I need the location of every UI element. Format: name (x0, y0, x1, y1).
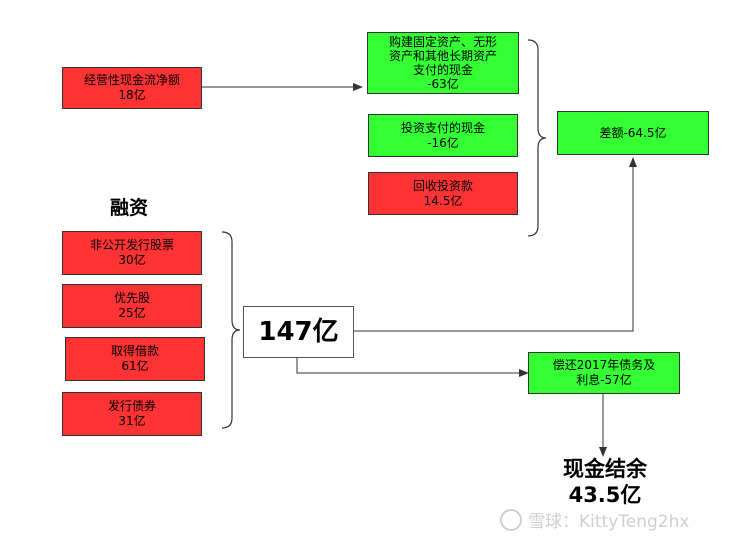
arrow-total-to-difference (354, 157, 637, 332)
repayment-box: 偿还2017年债务及 利息-57亿 (528, 352, 680, 394)
financing-item-value: 61亿 (121, 359, 149, 373)
financing-item-value: 30亿 (118, 253, 146, 267)
arrow-total-to-repayment (296, 358, 529, 377)
operating-cashflow-label: 经营性现金流净额 (83, 73, 180, 87)
financing-item-label: 取得借款 (110, 344, 159, 358)
investment-paid-value: -16亿 (427, 135, 459, 150)
cash-balance: 现金结余 43.5亿 (535, 456, 675, 508)
financing-item-value: 25亿 (118, 306, 146, 320)
financing-item-label: 非公开发行股票 (89, 238, 174, 252)
operating-cashflow-value: 18亿 (118, 88, 146, 102)
financing-total-box: 147亿 (243, 306, 354, 358)
repayment-label: 偿还2017年债务及 (552, 358, 656, 372)
financing-item: 优先股 25亿 (62, 284, 202, 328)
investing-brace (527, 39, 547, 237)
difference-box: 差额-64.5亿 (557, 111, 709, 155)
repayment-value: 利息-57亿 (576, 373, 632, 387)
financing-item-value: 31亿 (118, 414, 146, 428)
financing-item: 非公开发行股票 30亿 (62, 231, 202, 275)
purchase-assets-value: -63亿 (427, 77, 459, 91)
xueqiu-logo-icon (500, 508, 522, 531)
recovered-investment-box: 回收投资款 14.5亿 (368, 172, 518, 215)
purchase-assets-line3: 支付的现金 (412, 63, 473, 77)
cash-balance-label: 现金结余 (563, 457, 647, 481)
purchase-assets-box: 购建固定资产、无形 资产和其他长期资产 支付的现金 -63亿 (367, 32, 519, 94)
financing-item: 取得借款 61亿 (65, 337, 205, 381)
financing-total-value: 147亿 (258, 317, 339, 347)
financing-item-label: 优先股 (113, 291, 150, 305)
investment-paid-box: 投资支付的现金 -16亿 (368, 114, 518, 157)
investment-paid-label: 投资支付的现金 (400, 120, 485, 135)
purchase-assets-line1: 购建固定资产、无形 (388, 35, 497, 49)
difference-label: 差额-64.5亿 (599, 125, 667, 140)
watermark: 雪球：KittyTeng2hx (500, 507, 689, 532)
financing-item-label: 发行债券 (107, 399, 156, 413)
purchase-assets-line2: 资产和其他长期资产 (388, 49, 497, 63)
watermark-text: 雪球：KittyTeng2hx (528, 512, 690, 532)
recovered-investment-value: 14.5亿 (423, 193, 463, 208)
recovered-investment-label: 回收投资款 (412, 178, 473, 193)
operating-cashflow-box: 经营性现金流净额 18亿 (62, 67, 202, 109)
financing-item: 发行债券 31亿 (62, 392, 202, 436)
financing-title: 融资 (110, 197, 149, 219)
cash-balance-value: 43.5亿 (568, 483, 642, 507)
financing-brace (221, 231, 241, 429)
